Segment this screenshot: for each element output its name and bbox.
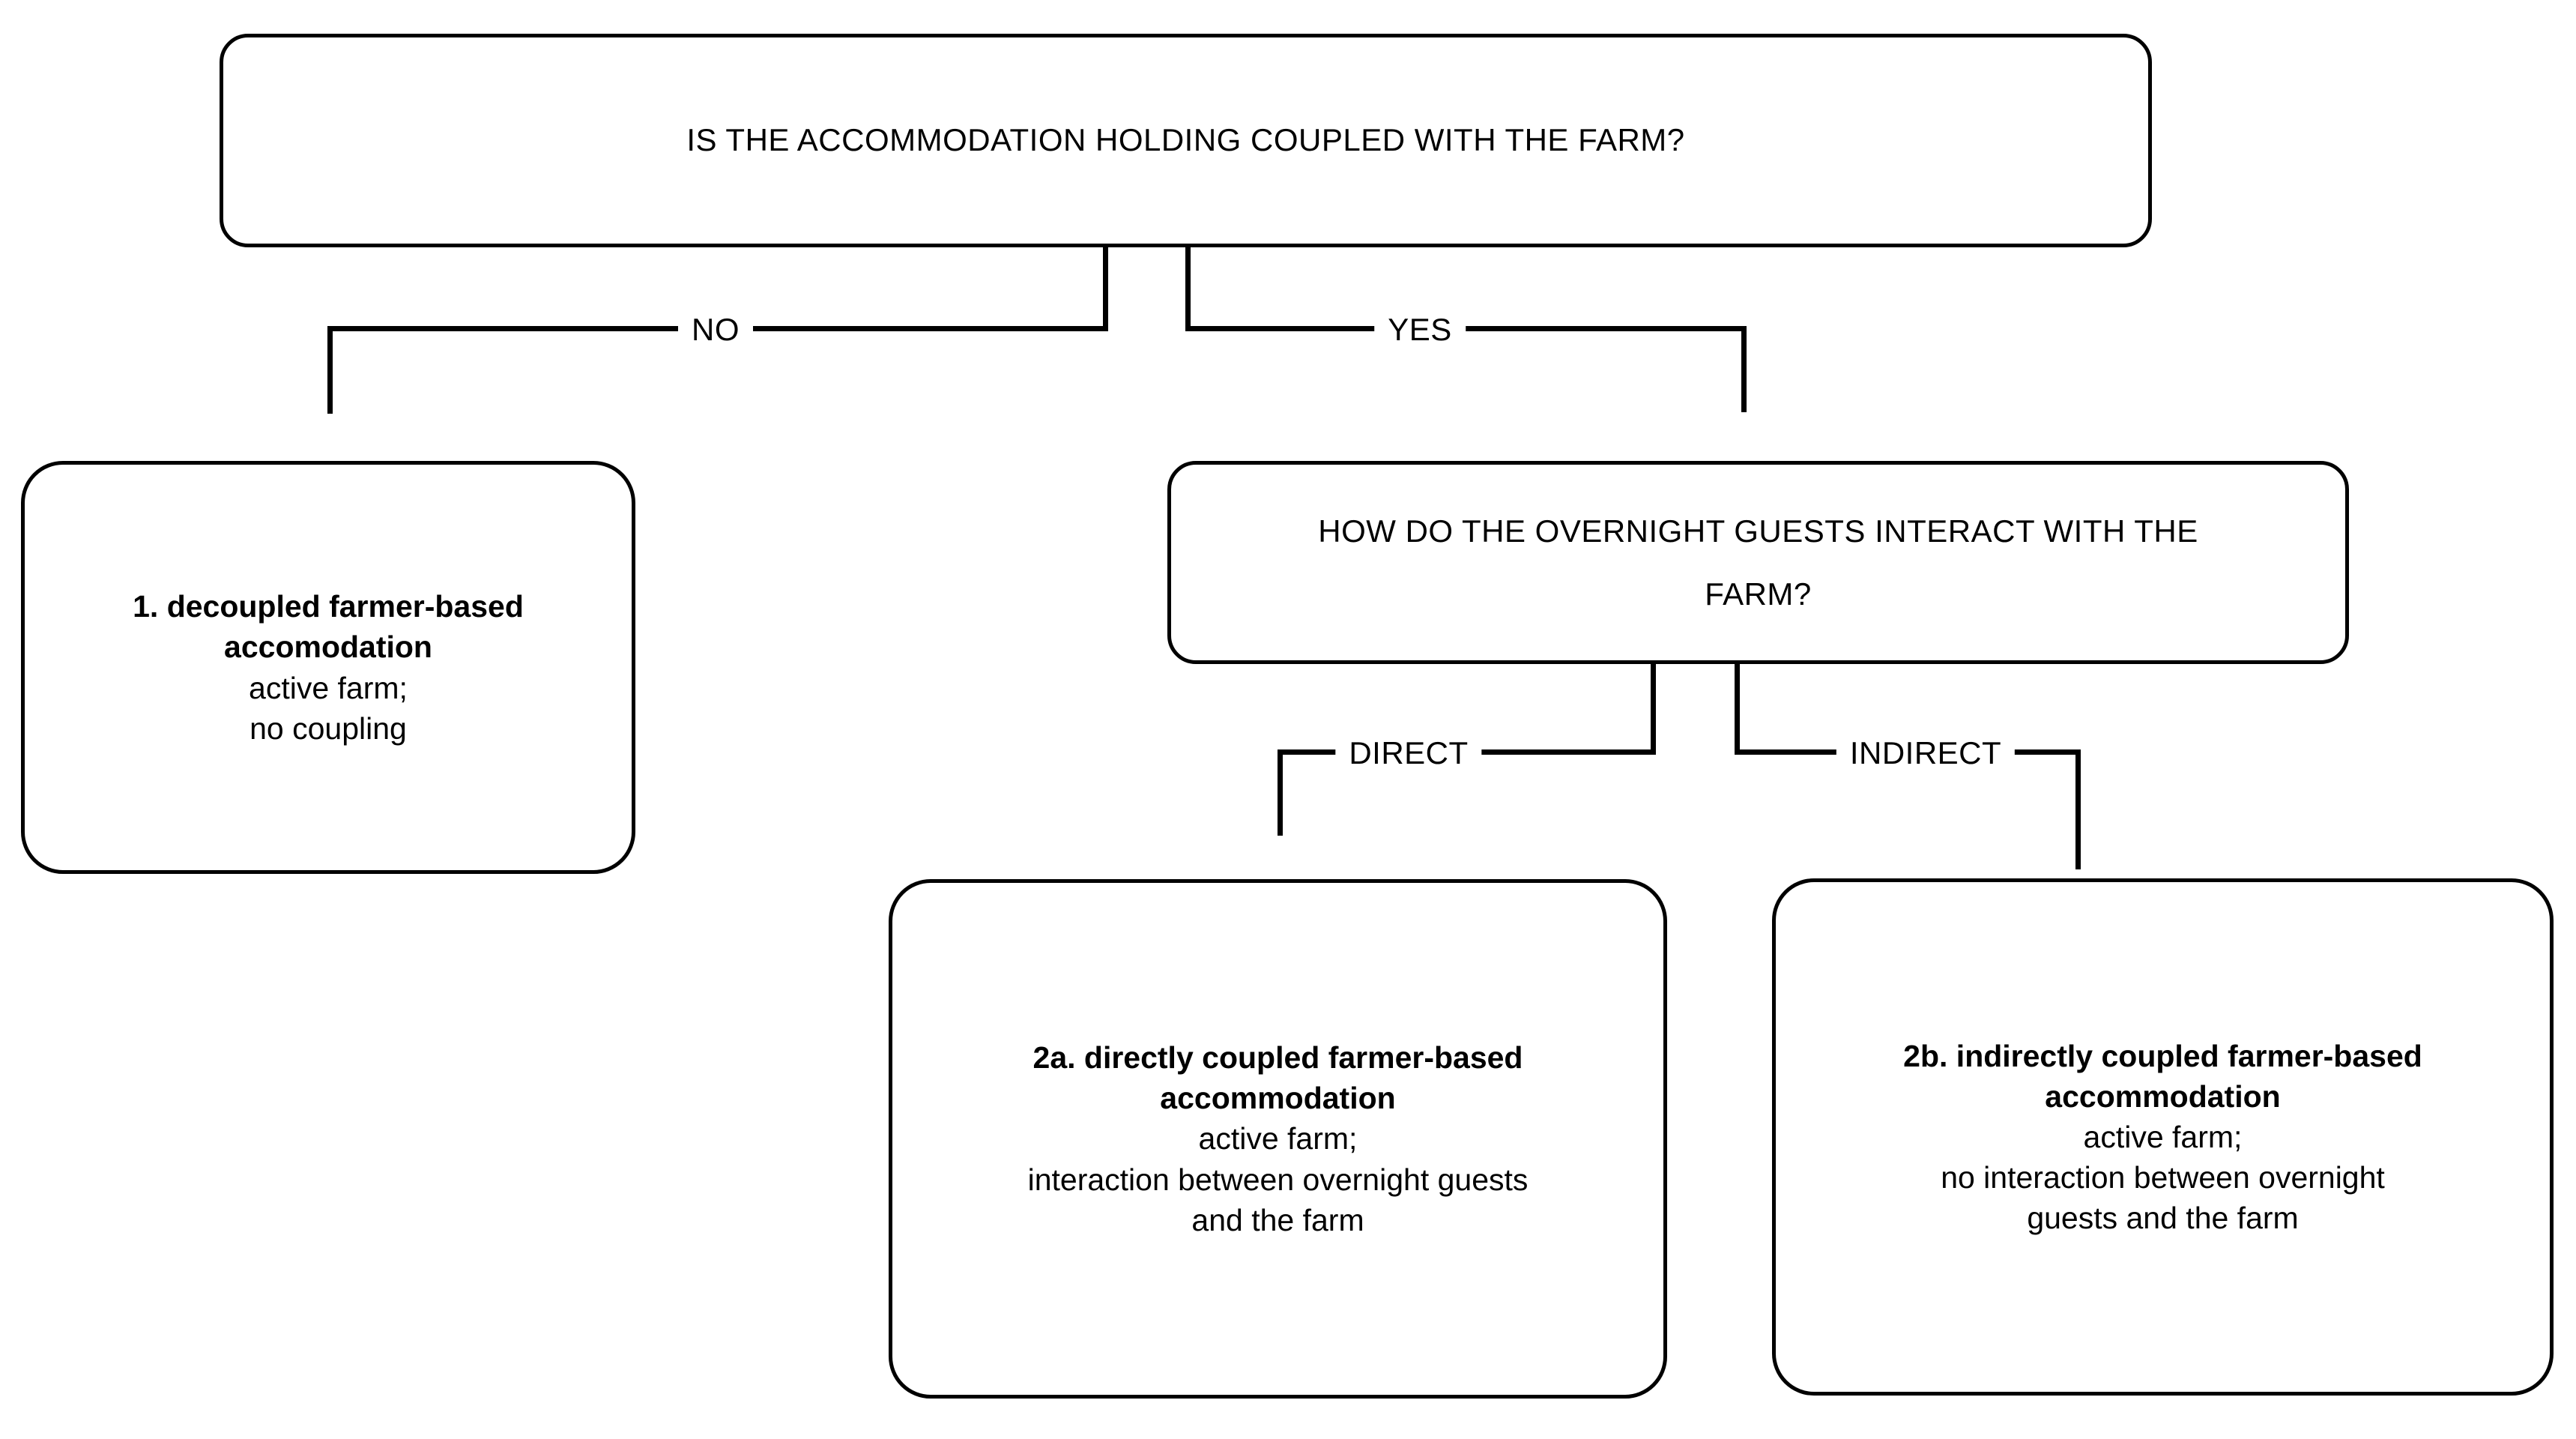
connector-direct-vertical — [1278, 749, 1283, 836]
edge-label-direct: DIRECT — [1335, 737, 1482, 769]
root-question-text: IS THE ACCOMMODATION HOLDING COUPLED WIT… — [686, 122, 1685, 158]
mid-question-line-1: HOW DO THE OVERNIGHT GUESTS INTERACT WIT… — [1318, 513, 2198, 549]
outcome-2b-detail-line-1: active farm; — [2083, 1119, 2243, 1154]
edge-label-no: NO — [678, 314, 753, 346]
mid-question-line-2: FARM? — [1705, 576, 1812, 612]
edge-label-indirect: INDIRECT — [1836, 737, 2016, 769]
connector-root-no-drop — [1103, 247, 1108, 331]
outcome-1-detail-line-2: no coupling — [250, 711, 407, 746]
connector-no-vertical — [327, 326, 333, 414]
outcome-2a-detail-line-2: interaction between overnight guests — [1027, 1162, 1529, 1197]
connector-mid-direct-drop — [1651, 664, 1656, 752]
outcome-box-2b: 2b. indirectly coupled farmer-based acco… — [1772, 878, 2554, 1396]
connector-indirect-vertical — [2075, 749, 2081, 869]
outcome-1-title-line-1: 1. decoupled farmer-based — [133, 589, 524, 624]
outcome-1-detail-line-1: active farm; — [249, 670, 408, 705]
outcome-2a-title-line-1: 2a. directly coupled farmer-based — [1032, 1040, 1523, 1076]
connector-yes-vertical — [1741, 326, 1747, 412]
outcome-2a-detail-line-3: and the farm — [1191, 1202, 1364, 1237]
outcome-box-1: 1. decoupled farmer-based accomodation a… — [21, 461, 635, 874]
outcome-2b-detail-line-2: no interaction between overnight — [1941, 1160, 2385, 1195]
outcome-2a-title-line-2: accommodation — [1160, 1081, 1396, 1116]
edge-label-yes: YES — [1374, 314, 1466, 346]
root-question-box: IS THE ACCOMMODATION HOLDING COUPLED WIT… — [220, 34, 2152, 247]
connector-yes-horizontal — [1185, 326, 1747, 331]
outcome-2a-detail-line-1: active farm; — [1198, 1121, 1358, 1156]
outcome-2b-title-line-2: accommodation — [2045, 1079, 2281, 1114]
outcome-box-2a: 2a. directly coupled farmer-based accomm… — [889, 879, 1667, 1399]
outcome-2b-detail-line-3: guests and the farm — [2027, 1201, 2299, 1236]
connector-mid-indirect-drop — [1735, 664, 1740, 752]
connector-root-yes-drop — [1185, 247, 1191, 331]
outcome-1-title-line-2: accomodation — [224, 630, 432, 665]
outcome-2b-title-line-1: 2b. indirectly coupled farmer-based — [1903, 1038, 2422, 1073]
mid-question-box: HOW DO THE OVERNIGHT GUESTS INTERACT WIT… — [1167, 461, 2349, 664]
